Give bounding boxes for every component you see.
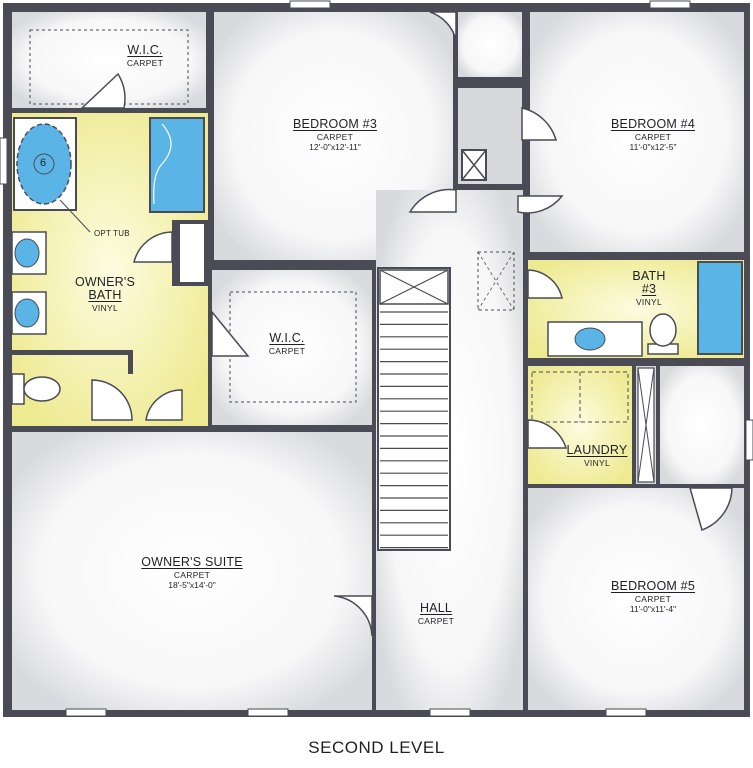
shower <box>149 117 205 213</box>
label-hall: HALL CARPET <box>396 601 476 627</box>
bedroom5-floor: CARPET <box>634 594 672 605</box>
hall-floor: CARPET <box>417 616 455 627</box>
label-bath-3: BATH #3 VINYL <box>624 269 674 308</box>
owners-bath-name-2: BATH <box>88 288 122 303</box>
room-bedroom-4 <box>530 12 744 252</box>
label-wic-mid: W.I.C. CARPET <box>242 331 332 357</box>
label-bedroom-4: BEDROOM #4 CARPET 11'-0"x12'-5" <box>568 117 738 153</box>
bedroom3-floor: CARPET <box>316 132 354 143</box>
laundry-floor: VINYL <box>583 458 611 469</box>
wic-top-name: W.I.C. <box>127 43 163 57</box>
bath3-floor: VINYL <box>635 297 663 308</box>
label-owners-bath: OWNER'S BATH VINYL <box>60 275 150 314</box>
bedroom4-floor: CARPET <box>634 132 672 143</box>
bedroom4-name: BEDROOM #4 <box>611 117 695 131</box>
room-closet-small <box>458 12 522 77</box>
owners-bath-floor: VINYL <box>91 303 119 314</box>
bedroom5-dims: 11'-0"x11'-4" <box>629 604 677 615</box>
wic-top-floor: CARPET <box>126 58 164 69</box>
hall-name: HALL <box>419 601 453 615</box>
bedroom3-dims: 12'-0"x12'-11" <box>309 142 361 153</box>
wic-mid-floor: CARPET <box>268 346 306 357</box>
owners-suite-floor: CARPET <box>173 570 211 581</box>
label-wic-top: W.I.C. CARPET <box>100 43 190 69</box>
bath3-tub <box>697 261 743 355</box>
bedroom4-dims: 11'-0"x12'-5" <box>629 142 677 153</box>
label-bedroom-3: BEDROOM #3 CARPET 12'-0"x12'-11" <box>250 117 420 153</box>
level-title: SECOND LEVEL <box>308 738 445 757</box>
bedroom5-name: BEDROOM #5 <box>611 579 695 593</box>
bath3-name-2: #3 <box>641 282 657 297</box>
room-linen <box>660 366 744 484</box>
bath3-name-1: BATH <box>632 269 666 283</box>
wic-mid-name: W.I.C. <box>269 331 305 345</box>
stairs <box>377 267 451 551</box>
label-bedroom-5: BEDROOM #5 CARPET 11'-0"x11'-4" <box>568 579 738 615</box>
owners-suite-dims: 18'-5"x14'-0" <box>168 580 216 591</box>
laundry-name: LAUNDRY <box>566 443 628 457</box>
label-laundry: LAUNDRY VINYL <box>552 443 642 469</box>
label-owners-suite: OWNER'S SUITE CARPET 18'-5"x14'-0" <box>112 555 272 591</box>
tub-number: 6 <box>40 157 47 169</box>
opt-tub-label: OPT TUB <box>94 229 130 238</box>
bedroom3-name: BEDROOM #3 <box>293 117 377 131</box>
owners-bath-name-1: OWNER'S <box>74 275 136 289</box>
owners-suite-name: OWNER'S SUITE <box>141 555 243 569</box>
room-owners-suite <box>12 432 372 710</box>
